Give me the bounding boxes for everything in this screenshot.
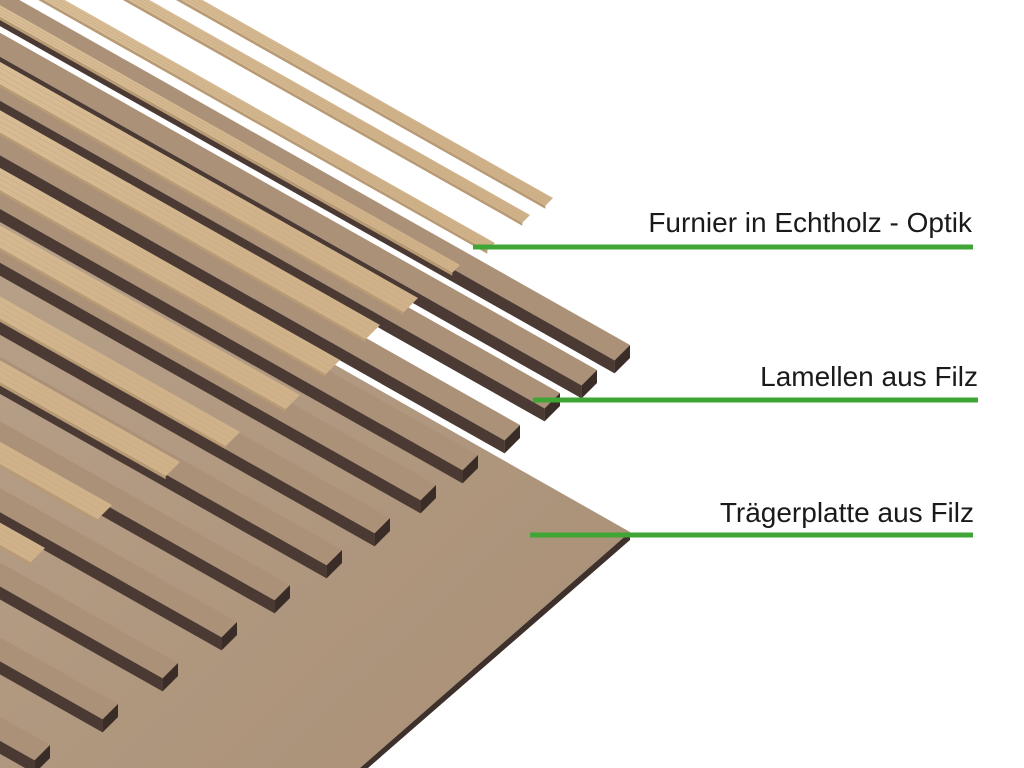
veneer-strip <box>122 0 530 226</box>
slats-label: Lamellen aus Filz <box>760 361 978 392</box>
veneer-strip <box>0 110 380 343</box>
felt-slat <box>0 716 50 768</box>
callout-lines <box>473 244 978 538</box>
veneer-strip <box>0 296 240 450</box>
veneer-strip <box>0 5 460 276</box>
veneer-strip <box>0 522 45 566</box>
veneer-strip <box>0 441 112 523</box>
felt-slat <box>0 488 237 651</box>
felt-slat <box>0 562 178 692</box>
veneer-label: Furnier in Echtholz - Optik <box>648 207 972 238</box>
veneer-strip <box>0 167 340 378</box>
veneer-strip <box>0 360 180 480</box>
veneer-strip <box>38 0 495 254</box>
veneer-strip <box>0 61 418 316</box>
base-label: Trägerplatte aus Filz <box>719 497 974 528</box>
veneer-strips <box>0 0 553 566</box>
felt-slat <box>0 637 118 733</box>
veneer-strip <box>175 0 553 209</box>
veneer-strip <box>0 225 300 413</box>
